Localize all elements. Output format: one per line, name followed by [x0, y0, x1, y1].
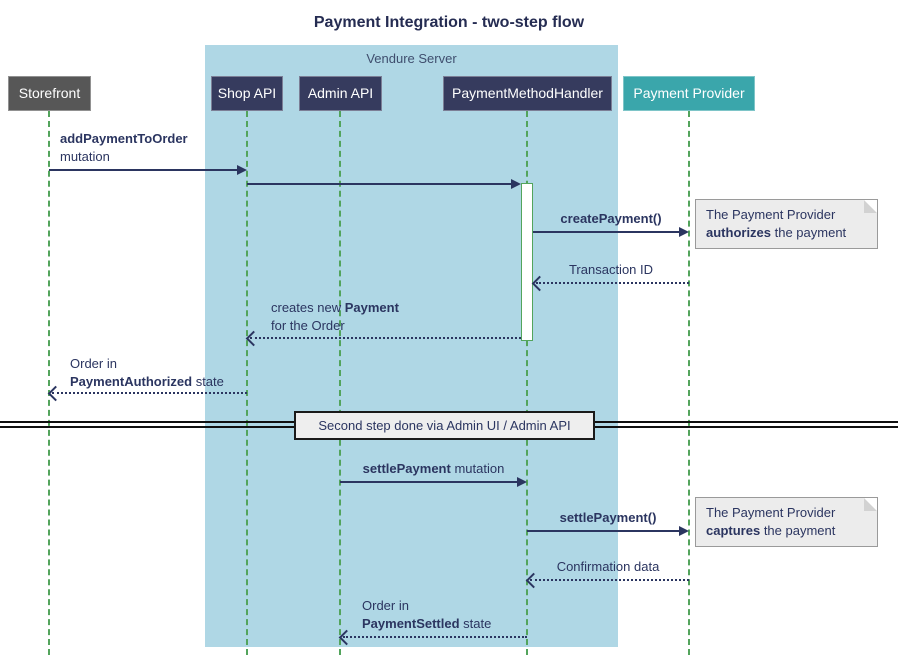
message-arrow-confirmation	[530, 579, 689, 581]
message-label-settle-mutation: settlePayment mutation	[362, 461, 505, 476]
message-label-confirmation: Confirmation data	[556, 559, 660, 574]
message-arrow-payment-settled	[343, 636, 527, 638]
message-label-payment-authorized: Order in PaymentAuthorized state	[70, 356, 224, 389]
message-label-create-payment: createPayment()	[560, 211, 662, 226]
message-arrow-transaction-id	[536, 282, 689, 284]
diagram-title: Payment Integration - two-step flow	[313, 14, 585, 31]
lifeline-payment-method-handler	[526, 111, 528, 655]
arrowhead-icon	[679, 227, 689, 237]
lifeline-storefront	[48, 111, 50, 655]
arrowhead-icon	[237, 165, 247, 175]
message-arrow-create-payment	[533, 231, 680, 233]
lifeline-shop-api	[246, 111, 248, 655]
message-label-add-payment: addPaymentToOrder mutation	[60, 131, 188, 164]
message-arrow-to-handler	[247, 183, 512, 185]
message-arrow-settle-mutation	[340, 481, 518, 483]
message-arrow-payment-authorized	[52, 392, 247, 394]
arrowhead-icon	[511, 179, 521, 189]
message-arrow-creates-payment	[250, 337, 521, 339]
message-arrow-add-payment	[49, 169, 238, 171]
message-label-payment-settled: Order in PaymentSettled state	[362, 598, 492, 631]
note-authorizes: The Payment Provider authorizes the paym…	[695, 199, 878, 249]
message-label-transaction-id: Transaction ID	[568, 262, 654, 277]
arrowhead-icon	[47, 385, 64, 402]
participant-shop-api: Shop API	[211, 76, 283, 111]
message-label-settle-payment: settlePayment()	[559, 510, 657, 525]
arrowhead-icon	[679, 526, 689, 536]
frame-label: Vendure Server	[366, 51, 457, 66]
lifeline-payment-provider	[688, 111, 690, 655]
participant-payment-provider: Payment Provider	[623, 76, 755, 111]
lifeline-admin-api	[339, 111, 341, 655]
participant-payment-method-handler: PaymentMethodHandler	[443, 76, 612, 111]
participant-admin-api: Admin API	[299, 76, 382, 111]
activation-bar	[521, 183, 533, 341]
message-arrow-settle-payment	[527, 530, 680, 532]
vendure-server-frame	[205, 45, 618, 647]
arrowhead-icon	[517, 477, 527, 487]
note-captures: The Payment Provider captures the paymen…	[695, 497, 878, 547]
divider-label-box: Second step done via Admin UI / Admin AP…	[294, 411, 595, 440]
participant-storefront: Storefront	[8, 76, 91, 111]
message-label-creates-payment: creates new Payment for the Order	[271, 300, 399, 333]
